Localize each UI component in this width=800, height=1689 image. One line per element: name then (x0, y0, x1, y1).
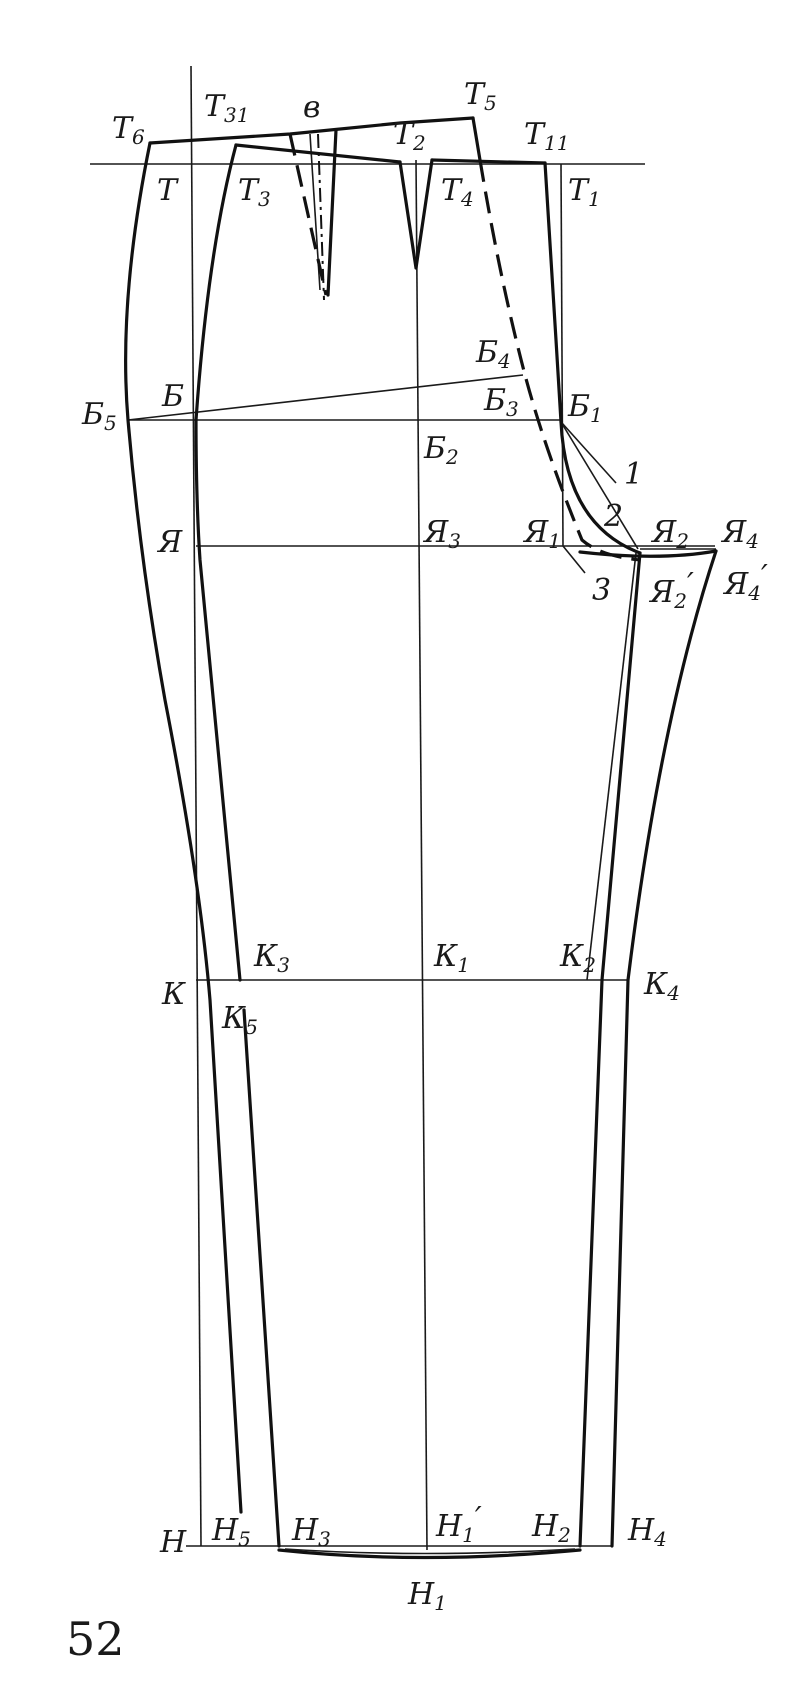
hem-curve-inner (284, 1548, 576, 1555)
hem-curve (277, 1548, 582, 1560)
label-T31: Т31 (204, 89, 249, 127)
label-H4: Н4 (627, 1513, 667, 1551)
label-T: Т (157, 173, 179, 208)
label-T1: Т1 (568, 173, 601, 211)
front-vertical-line (560, 163, 564, 547)
number-1: 1 (624, 457, 643, 492)
inseam-guide-line (586, 552, 637, 981)
label-H: Н (159, 1525, 187, 1560)
label-T4: Т4 (441, 173, 474, 211)
crotch-diagonal-line (560, 421, 639, 550)
label-H2: Н2 (531, 1509, 571, 1547)
label-T11: Т11 (524, 117, 569, 155)
pattern-outlines (124, 116, 718, 1560)
label-B: Б (161, 379, 184, 414)
label-T3: Т3 (238, 173, 271, 211)
label-B2: Б2 (423, 431, 459, 469)
label-B4: Б4 (475, 335, 511, 373)
label-H1: Н1 (407, 1577, 447, 1615)
front-dart (398, 158, 434, 270)
back-side-seam (124, 141, 243, 1514)
front-side-seam (194, 143, 242, 982)
label-K4: К4 (643, 967, 680, 1005)
bisector-3-line (562, 545, 586, 574)
label-K2: К2 (559, 939, 596, 977)
label-Ya3: Я3 (422, 515, 461, 553)
label-Ya2: Я2 (650, 515, 689, 553)
dashed-lines (288, 133, 641, 562)
label-v: в (303, 90, 320, 125)
back-waist-line (148, 116, 475, 145)
label-B3: Б3 (483, 383, 519, 421)
label-Ya1: Я1 (522, 515, 561, 553)
point-labels: Т6 Т31 в Т5 Т2 Т11 Т Т3 Т4 Т1 Б4 Б5 Б Б3… (81, 77, 768, 1615)
back-dart-center-dashdot (317, 133, 325, 301)
bisector-numbers: 1 2 3 (592, 457, 643, 608)
back-dart-left-dashed (288, 133, 328, 296)
front-inseam (578, 551, 642, 1548)
label-Ya4-prime: Я4′ (722, 559, 768, 605)
bisector-1-line (561, 422, 617, 484)
front-crotch-curve (559, 420, 642, 555)
construction-lines (90, 65, 716, 1551)
front-waist-line (234, 143, 547, 165)
label-T6: Т6 (112, 111, 145, 149)
label-K: К (161, 977, 186, 1012)
label-Ya4: Я4 (720, 515, 759, 553)
label-K5: К5 (221, 1001, 258, 1039)
left-vertical-line (190, 65, 202, 1547)
number-3: 3 (592, 573, 611, 608)
front-lower-side-seam (242, 1008, 281, 1548)
label-H5: Н5 (211, 1513, 251, 1551)
page-number: 52 (66, 1612, 125, 1666)
label-T5: Т5 (464, 77, 497, 115)
label-K1: К1 (433, 939, 470, 977)
center-back-line (471, 116, 482, 162)
label-K3: К3 (253, 939, 290, 977)
back-dart-right (326, 128, 338, 297)
hip-slant-line (127, 374, 524, 421)
label-H1-prime: Н1′ (435, 1501, 482, 1547)
label-B5: Б5 (81, 397, 117, 435)
front-fly-line (543, 161, 563, 424)
label-T2: Т2 (393, 117, 426, 155)
label-Ya: Я (156, 525, 183, 560)
center-crease-line (415, 159, 428, 1551)
back-inseam (610, 549, 718, 1548)
back-seat-curve (578, 549, 718, 558)
back-rise-dashed (478, 159, 641, 562)
label-B1: Б1 (567, 389, 603, 427)
label-H3: Н3 (291, 1513, 331, 1551)
number-2: 2 (603, 499, 623, 534)
label-Ya2-prime: Я2′ (648, 567, 694, 613)
